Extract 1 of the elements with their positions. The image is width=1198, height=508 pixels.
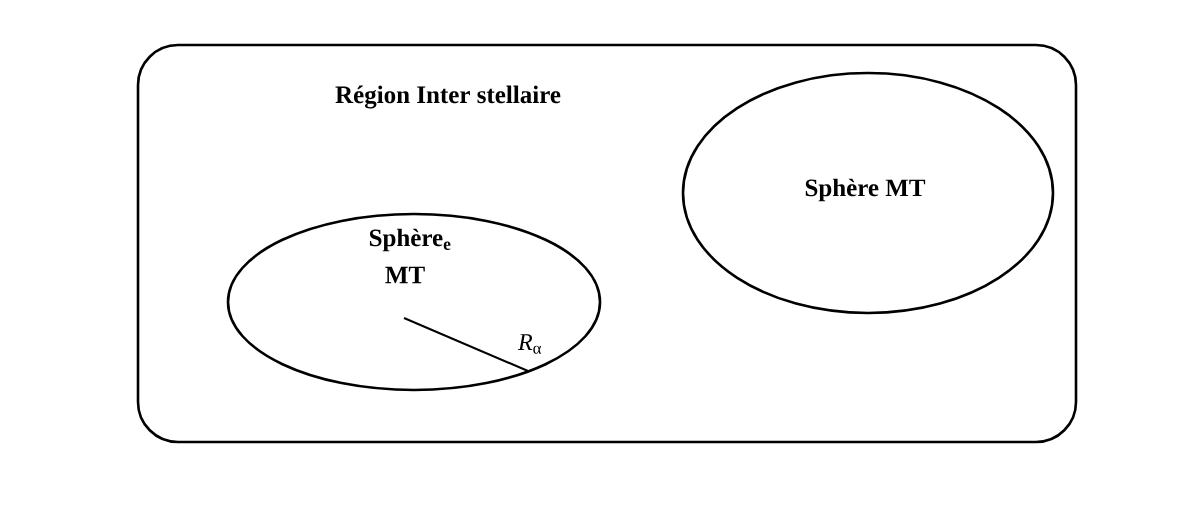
radius-label: R$_{α}$ (517, 334, 542, 354)
